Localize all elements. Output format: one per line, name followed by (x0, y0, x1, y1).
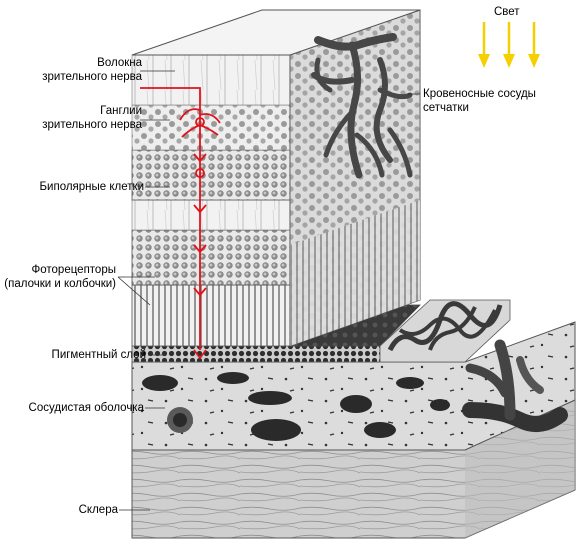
label-optic-nerve-fibers-line1: Волокна (97, 57, 142, 69)
label-bipolar-cells-line1: Биполярные клетки (39, 181, 145, 193)
label-photoreceptors: Фоторецепторы (палочки и колбочки) (0, 263, 116, 291)
label-sclera: Склера (50, 503, 118, 517)
label-choroid: Сосудистая оболочка (0, 401, 144, 415)
leader-lines (117, 70, 420, 511)
choroid-capillary-mesh (379, 299, 511, 363)
retinal-blood-vessels (311, 33, 413, 179)
label-optic-nerve-ganglia: Ганглии зрительного нерва (24, 104, 142, 132)
label-pigment-layer: Пигментный слой (4, 348, 146, 362)
choroid-large-vessels (462, 339, 568, 432)
label-optic-nerve-ganglia-line2: зрительного нерва (42, 119, 142, 131)
label-choroid-line1: Сосудистая оболочка (28, 402, 144, 414)
light-arrow-head-3 (528, 54, 540, 68)
label-photoreceptors-line1: Фоторецепторы (31, 264, 117, 276)
label-photoreceptors-line2: (палочки и колбочки) (4, 278, 116, 290)
label-sclera-line1: Склера (78, 504, 118, 516)
pigment-layer (131, 345, 381, 363)
choroid-layer (131, 321, 576, 451)
label-retinal-vessels: Кровеносные сосуды сетчатки (423, 87, 563, 115)
light-arrow-head-2 (503, 54, 515, 68)
retina-top-face (131, 9, 421, 56)
light-arrows (478, 22, 540, 68)
label-optic-nerve-fibers-line2: зрительного нерва (42, 71, 142, 83)
label-retinal-vessels-line2: сетчатки (423, 102, 469, 114)
label-pigment-layer-line1: Пигментный слой (51, 349, 146, 361)
label-bipolar-cells: Биполярные клетки (4, 180, 145, 194)
neural-pathway (140, 87, 221, 360)
label-retinal-vessels-line1: Кровеносные сосуды (423, 88, 536, 100)
retina-front-face (131, 54, 291, 347)
label-optic-nerve-ganglia-line1: Ганглии (100, 105, 142, 117)
light-label: Свет (494, 5, 544, 19)
light-label-text: Свет (494, 6, 520, 18)
choroid-vessels (142, 372, 450, 441)
light-arrow-head-1 (478, 54, 490, 68)
label-optic-nerve-fibers: Волокна зрительного нерва (24, 56, 142, 84)
